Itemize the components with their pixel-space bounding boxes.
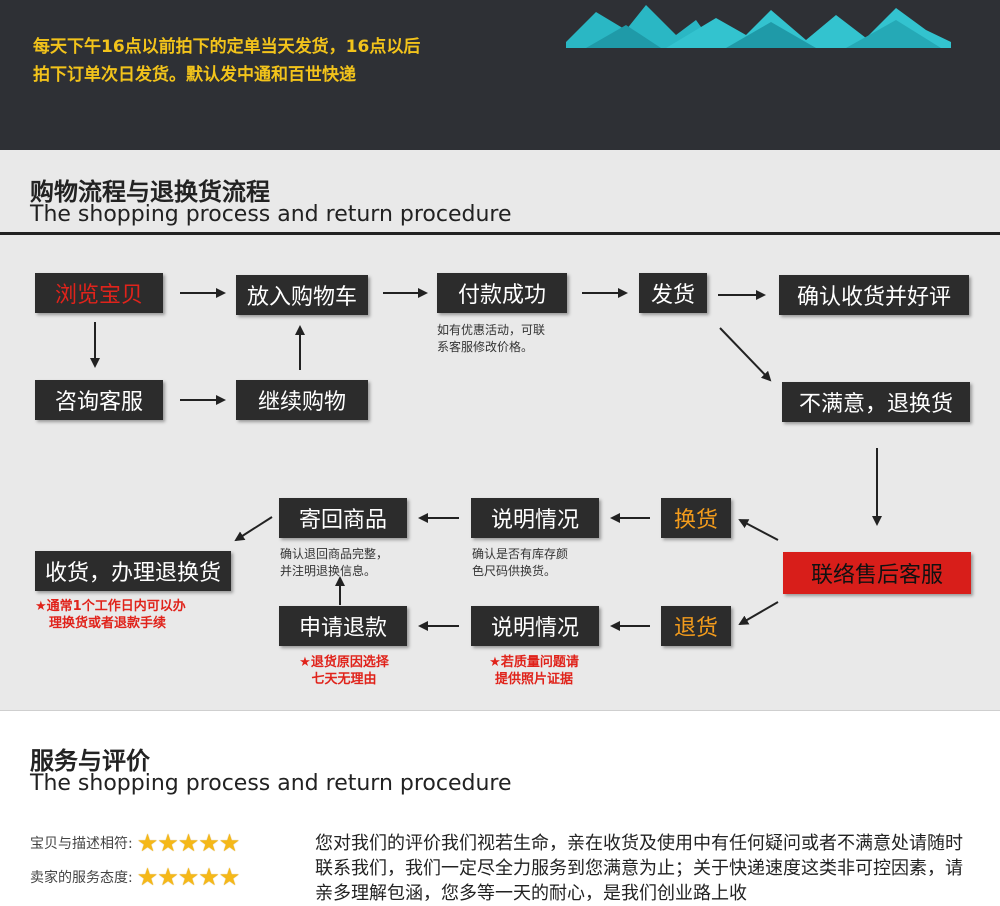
- step-explain-exchange: 说明情况: [471, 498, 599, 538]
- process-title: 购物流程与退换货流程: [30, 178, 270, 206]
- step-apply-refund: 申请退款: [279, 606, 407, 646]
- refund-note-line-2: 七天无理由: [311, 672, 377, 687]
- shipping-notice-line-1: 每天下午16点以前拍下的定单当天发货，16点以后: [33, 37, 421, 57]
- step-after-sales: 联络售后客服: [783, 552, 971, 594]
- step-return: 退货: [661, 606, 731, 646]
- quality-note-line-1: ★若质量问题请: [489, 655, 579, 670]
- quality-note: ★若质量问题请 提供照片证据: [474, 654, 594, 688]
- section-divider: [0, 232, 1000, 235]
- star-rating-icon: ★★★★★: [136, 863, 241, 891]
- refund-note-line-1: ★退货原因选择: [299, 655, 389, 670]
- quality-note-line-2: 提供照片证据: [494, 672, 573, 687]
- shipping-notice: 每天下午16点以前拍下的定单当天发货，16点以后 拍下订单次日发货。默认发中通和…: [33, 33, 420, 89]
- rating-label: 卖家的服务态度:: [30, 870, 133, 886]
- receive-note: ★通常1个工作日内可以办 理换货或者退款手续: [35, 598, 186, 632]
- rating-label: 宝贝与描述相符:: [30, 836, 133, 852]
- step-browse: 浏览宝贝: [35, 273, 163, 313]
- stock-note-line-2: 色尺码供换货。: [472, 564, 557, 578]
- process-subtitle: The shopping process and return procedur…: [30, 202, 512, 227]
- step-receive-process: 收货，办理退换货: [35, 551, 231, 591]
- service-description: 您对我们的评价我们视若生命，亲在收货及使用中有任何疑问或者不满意处请随时联系我们…: [315, 833, 963, 904]
- step-explain-return: 说明情况: [471, 606, 599, 646]
- stock-note: 确认是否有库存颜 色尺码供换货。: [472, 546, 568, 580]
- header-banner: 每天下午16点以前拍下的定单当天发货，16点以后 拍下订单次日发货。默认发中通和…: [0, 0, 1000, 150]
- step-send-back: 寄回商品: [279, 498, 407, 538]
- mountain-decoration: [566, 5, 951, 48]
- step-continue-shopping: 继续购物: [236, 380, 368, 420]
- step-consult: 咨询客服: [35, 380, 163, 420]
- rating-service: 卖家的服务态度: ★★★★★: [30, 863, 241, 891]
- receive-note-line-1: ★通常1个工作日内可以办: [35, 599, 186, 614]
- step-confirm-review: 确认收货并好评: [779, 275, 969, 315]
- stock-note-line-1: 确认是否有库存颜: [472, 547, 569, 561]
- step-add-cart: 放入购物车: [236, 275, 368, 315]
- pay-note-line-2: 系客服修改价格。: [437, 340, 534, 354]
- step-ship: 发货: [639, 273, 707, 313]
- rating-description: 宝贝与描述相符: ★★★★★: [30, 829, 241, 857]
- service-section: 服务与评价 The shopping process and return pr…: [0, 710, 1000, 904]
- send-back-note-line-2: 并注明退换信息。: [280, 564, 377, 578]
- receive-note-line-2: 理换货或者退款手续: [49, 616, 167, 631]
- pay-note-line-1: 如有优惠活动，可联: [437, 323, 546, 337]
- send-back-note: 确认退回商品完整， 并注明退换信息。: [280, 546, 388, 580]
- refund-note: ★退货原因选择 七天无理由: [284, 654, 404, 688]
- star-rating-icon: ★★★★★: [136, 829, 241, 857]
- step-exchange: 换货: [661, 498, 731, 538]
- service-title: 服务与评价: [30, 747, 150, 775]
- shipping-notice-line-2: 拍下订单次日发货。默认发中通和百世快递: [33, 65, 356, 85]
- pay-note: 如有优惠活动，可联 系客服修改价格。: [437, 322, 545, 356]
- service-subtitle: The shopping process and return procedur…: [30, 771, 512, 796]
- send-back-note-line-1: 确认退回商品完整，: [280, 547, 389, 561]
- step-pay-success: 付款成功: [437, 273, 567, 313]
- step-unsatisfied: 不满意，退换货: [782, 382, 970, 422]
